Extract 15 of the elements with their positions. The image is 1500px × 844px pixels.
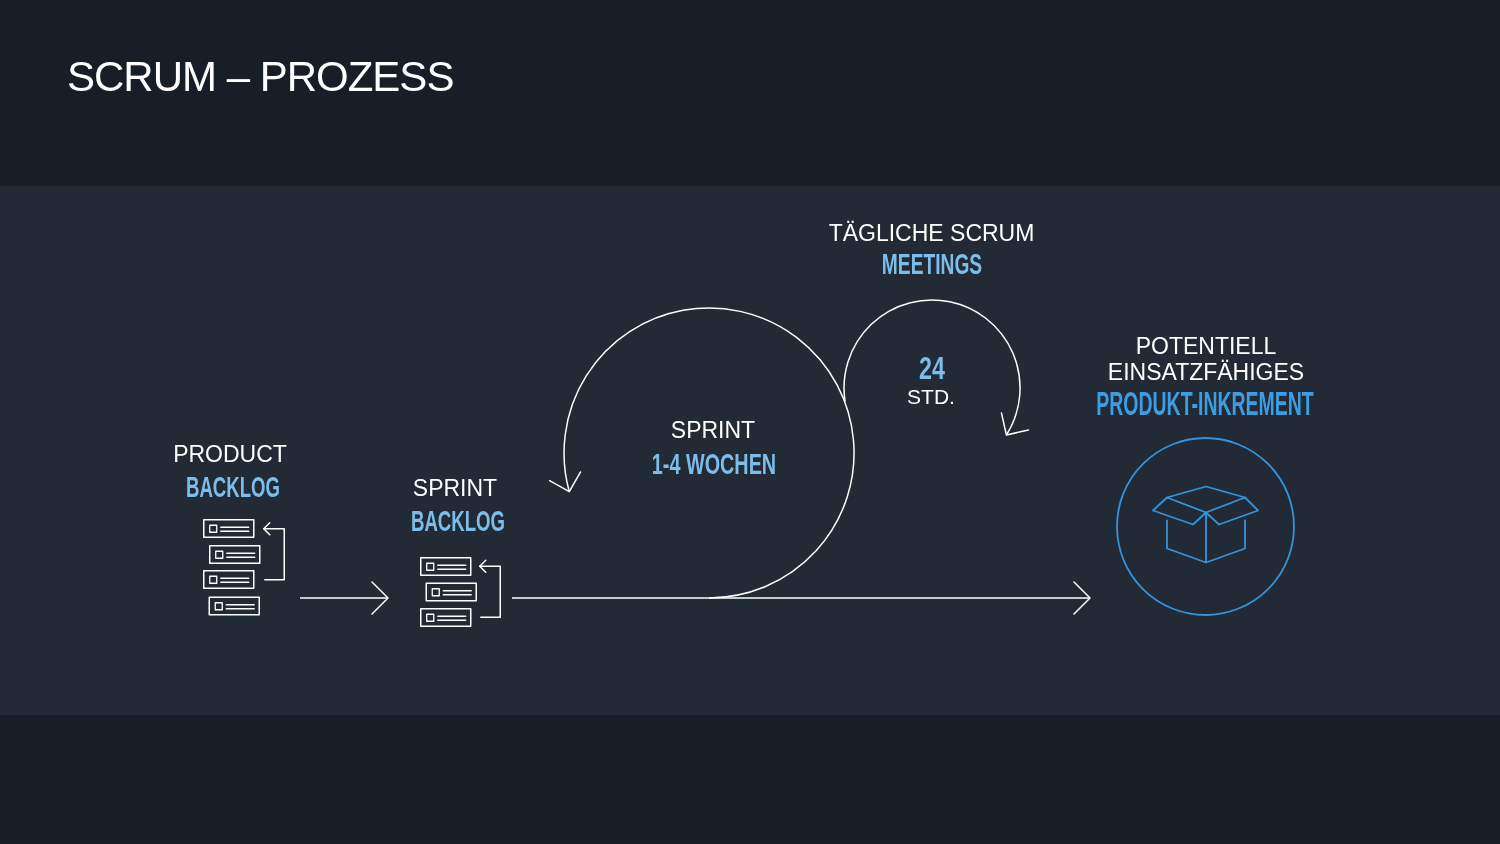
- arrow: [299, 581, 389, 615]
- caption-title: MEETINGS: [881, 246, 983, 283]
- loop-arrow: [843, 299, 1029, 436]
- node-label: SPRINT: [670, 417, 756, 446]
- slide-title: SCRUM – PROZESS: [67, 52, 454, 103]
- node-label: PRODUCT: [173, 441, 287, 469]
- loop-arrow: [549, 307, 855, 599]
- node-title: BACKLOG: [186, 469, 280, 506]
- node-title: PRODUKT-INKREMENT: [1096, 384, 1314, 424]
- node-label: POTENTIELL EINSATZFÄHIGES: [1107, 333, 1305, 386]
- caption-label: TÄGLICHE SCRUM: [828, 220, 1035, 248]
- node-title: 1-4 WOCHEN: [651, 445, 777, 482]
- node-label: SPRINT: [412, 475, 498, 504]
- node-title: BACKLOG: [411, 502, 505, 539]
- arrow: [511, 581, 1091, 615]
